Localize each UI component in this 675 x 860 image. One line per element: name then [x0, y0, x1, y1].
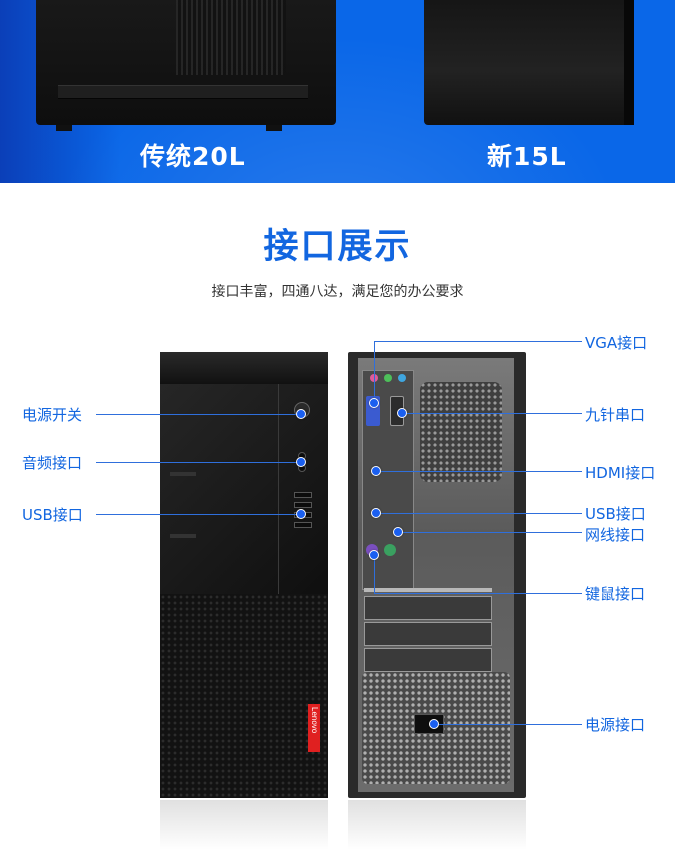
callout-dot: [397, 408, 407, 418]
label-serial-port: 九针串口: [585, 406, 646, 424]
front-usb-slot: [294, 492, 312, 498]
rear-fan-grille: [420, 382, 502, 482]
callout-line: [376, 513, 582, 514]
callout-line: [398, 532, 582, 533]
new-pc-image: [424, 0, 634, 125]
optical-drive-slot: [170, 534, 196, 538]
front-usb-slot: [294, 502, 312, 508]
panel-divider: [278, 384, 279, 594]
tower-reflection: [160, 800, 328, 850]
pc-edge: [624, 0, 634, 125]
front-usb-slot: [294, 522, 312, 528]
expansion-slot: [364, 648, 492, 672]
expansion-slot: [364, 622, 492, 646]
comparison-banner: 传统20L 新15L: [0, 0, 675, 183]
front-panel: [160, 384, 328, 594]
label-power-port: 电源接口: [585, 716, 646, 734]
expansion-slot: [364, 596, 492, 620]
label-ps2-port: 键鼠接口: [585, 585, 646, 603]
callout-line: [376, 471, 582, 472]
new-size-label: 新15L: [487, 142, 567, 171]
callout-dot: [296, 509, 306, 519]
audio-jack: [398, 374, 406, 382]
callout-dot: [371, 466, 381, 476]
callout-line: [374, 341, 375, 403]
label-hdmi-port: HDMI接口: [585, 464, 656, 482]
pc-slot: [58, 85, 308, 99]
front-tower-image: Lenovo: [160, 352, 328, 798]
callout-line: [96, 514, 302, 515]
tower-reflection: [348, 800, 526, 850]
callout-line: [402, 413, 582, 414]
traditional-pc-image: [36, 0, 336, 131]
label-rear-usb-port: USB接口: [585, 505, 646, 523]
callout-line: [374, 593, 582, 594]
label-power-switch: 电源开关: [22, 406, 83, 424]
callout-dot: [371, 508, 381, 518]
callout-dot: [296, 457, 306, 467]
callout-line: [96, 414, 302, 415]
label-audio-port: 音频接口: [22, 454, 83, 472]
callout-dot: [369, 550, 379, 560]
tower-top-cap: [160, 352, 328, 384]
callout-dot: [429, 719, 439, 729]
pc-foot: [266, 125, 282, 131]
section-subtitle: 接口丰富，四通八达，满足您的办公要求: [211, 284, 464, 300]
traditional-size-label: 传统20L: [140, 142, 246, 171]
slot-rail: [364, 588, 492, 592]
callout-dot: [393, 527, 403, 537]
callout-line: [434, 724, 582, 725]
audio-jack: [384, 374, 392, 382]
pc-foot: [56, 125, 72, 131]
callout-line: [96, 462, 302, 463]
optical-drive-slot: [170, 472, 196, 476]
callout-line: [374, 555, 375, 593]
callout-line: [374, 341, 582, 342]
label-lan-port: 网线接口: [585, 526, 646, 544]
front-grille: [160, 594, 328, 798]
pc-vent: [176, 0, 286, 75]
callout-dot: [296, 409, 306, 419]
lenovo-logo: Lenovo: [308, 704, 320, 752]
section-title: 接口展示: [263, 227, 412, 267]
label-vga-port: VGA接口: [585, 334, 648, 352]
ps2-keyboard-port: [384, 544, 396, 556]
label-front-usb-port: USB接口: [22, 506, 83, 524]
tower-body: [160, 384, 328, 798]
callout-dot: [369, 398, 379, 408]
